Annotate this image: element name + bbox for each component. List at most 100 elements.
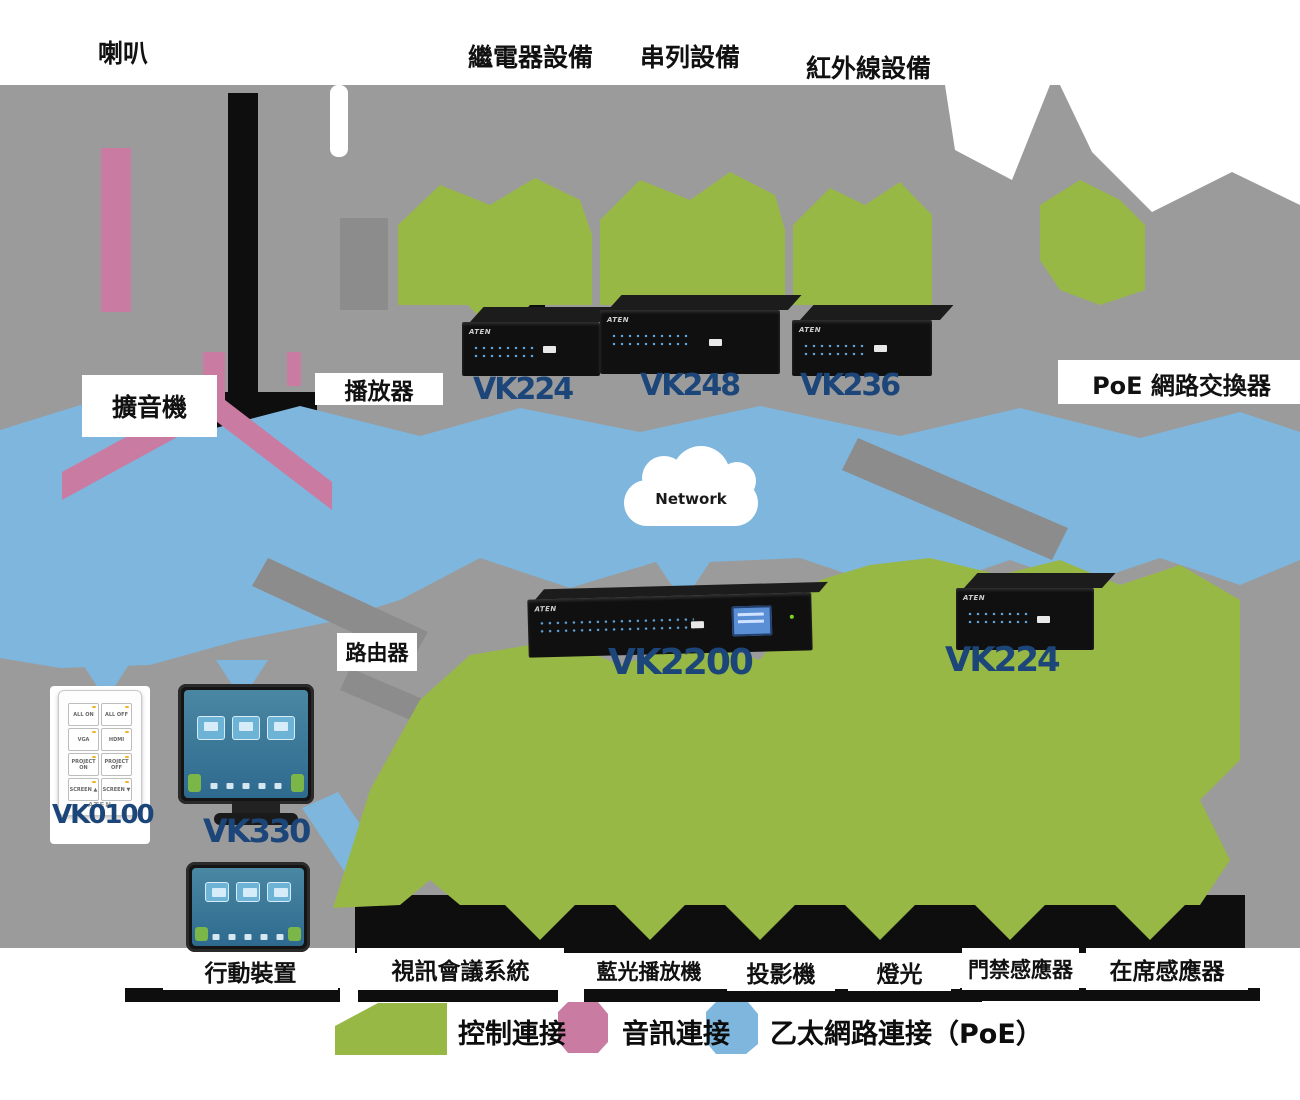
model-keypad: VK0100 xyxy=(52,800,155,830)
ui-icon xyxy=(274,783,282,790)
label-door-sensor: 門禁感應器 xyxy=(962,948,1079,990)
usb-port xyxy=(874,345,888,353)
audio-line-stub xyxy=(287,352,301,386)
label-speakers: 喇叭 xyxy=(98,39,149,68)
control-zone-exp3 xyxy=(793,182,932,338)
keypad-button: HDMI xyxy=(101,728,132,751)
led-indicators xyxy=(802,342,865,358)
keypad-button: PROJECT ON xyxy=(68,753,99,776)
aten-logo: ATEN xyxy=(963,594,986,602)
label-lighting: 燈光 xyxy=(848,953,951,991)
expansion-box-2: ATEN xyxy=(600,295,802,374)
aten-logo: ATEN xyxy=(607,316,630,324)
control-keypad: ALL ON ALL OFF VGA HDMI PROJECT ON PROJE… xyxy=(58,690,142,816)
label-router: 路由器 xyxy=(337,633,417,671)
label-mobile-device: 行動裝置 xyxy=(163,952,338,990)
legend-label-audio: 音訊連接 xyxy=(622,1019,730,1050)
led-indicators xyxy=(610,332,691,348)
control-zone-exp1 xyxy=(398,178,592,338)
aten-logo: ATEN xyxy=(87,801,113,809)
ui-icon xyxy=(258,783,266,790)
lcd-display xyxy=(731,605,773,637)
touch-panel-screen xyxy=(184,690,308,798)
device-top-face xyxy=(800,305,954,320)
top-white-band xyxy=(0,0,1300,85)
audio-line-speakers xyxy=(101,148,131,312)
remote-expansion-box: ATEN xyxy=(956,573,1116,650)
label-shadow xyxy=(358,990,558,1002)
ui-green-badge xyxy=(187,773,201,792)
touch-panel-base xyxy=(214,813,298,825)
ui-tile xyxy=(267,882,291,903)
model-expansion-box-2: VK248 xyxy=(640,368,741,403)
label-poe-switch: PoE 網路交換器 xyxy=(1063,364,1300,402)
ui-icon xyxy=(242,783,250,790)
model-touch-panel: VK330 xyxy=(203,812,311,850)
keypad-button-grid: ALL ON ALL OFF VGA HDMI PROJECT ON PROJE… xyxy=(68,703,132,801)
ui-icon xyxy=(276,933,284,940)
ui-green-badge xyxy=(287,927,301,942)
network-label: Network xyxy=(655,490,727,508)
usb-port xyxy=(709,338,723,346)
model-remote-expansion-box: VK224 xyxy=(945,640,1061,680)
legend-swatch-ethernet xyxy=(706,1002,758,1054)
device-top-face xyxy=(470,307,622,322)
ui-icon xyxy=(244,933,252,940)
ui-icon xyxy=(210,783,218,790)
touch-panel xyxy=(178,684,314,804)
ui-icon xyxy=(226,783,234,790)
usb-port xyxy=(1036,615,1050,623)
cable-bundle xyxy=(228,93,258,393)
white-blob xyxy=(1060,85,1300,212)
usb-port xyxy=(691,621,705,629)
label-bluray-player: 藍光播放機 xyxy=(584,953,714,989)
expansion-box-1: ATEN xyxy=(462,307,622,376)
keypad-button: SCREEN ▲ xyxy=(68,778,99,801)
keypad-button: SCREEN ▼ xyxy=(101,778,132,801)
label-shadow xyxy=(960,988,1260,1001)
aten-logo: ATEN xyxy=(799,326,822,334)
label-serial-devices: 串列設備 xyxy=(640,43,741,72)
led-indicators xyxy=(537,615,695,636)
model-expansion-box-1: VK224 xyxy=(473,372,574,407)
gray-cable xyxy=(340,668,425,722)
white-strip xyxy=(330,85,348,157)
mobile-tablet xyxy=(186,862,310,952)
ui-icon xyxy=(260,933,268,940)
label-relay-devices: 繼電器設備 xyxy=(468,43,594,72)
device-front-face: ATEN xyxy=(600,310,780,374)
ui-tile xyxy=(232,715,260,740)
ui-tile xyxy=(267,715,295,740)
label-shadow xyxy=(584,989,982,1002)
device-top-face xyxy=(608,295,802,310)
led-indicators xyxy=(472,344,535,360)
label-player: 播放器 xyxy=(315,373,443,405)
led-indicators xyxy=(966,610,1029,626)
ui-icon xyxy=(212,933,220,940)
label-occupancy-sensor: 在席感應器 xyxy=(1086,948,1248,990)
legend-swatch-control xyxy=(335,1003,447,1055)
touch-panel-stand xyxy=(232,801,280,816)
aten-logo: ATEN xyxy=(469,328,492,336)
ui-green-badge xyxy=(291,773,305,792)
model-expansion-box-3: VK236 xyxy=(800,368,901,403)
label-video-conference: 視訊會議系統 xyxy=(357,948,564,990)
ui-tiles xyxy=(197,715,295,740)
keypad-button: ALL OFF xyxy=(101,703,132,726)
legend-label-ethernet: 乙太網路連接（PoE） xyxy=(770,1019,1043,1050)
gray-cable xyxy=(842,438,1068,560)
power-led xyxy=(789,614,794,619)
device-front-face: ATEN xyxy=(956,588,1094,650)
ui-icon xyxy=(228,933,236,940)
model-control-box: VK2200 xyxy=(608,642,754,683)
ui-tile xyxy=(205,882,229,903)
network-cloud: Network xyxy=(616,446,766,546)
legend-label-control: 控制連接 xyxy=(458,1019,566,1050)
ui-tile xyxy=(197,715,225,740)
device-front-face: ATEN xyxy=(462,322,600,376)
device-front-face: ATEN xyxy=(792,320,932,376)
usb-port xyxy=(542,346,556,354)
legend-swatch-audio xyxy=(558,1002,608,1053)
ui-icon-row xyxy=(210,783,282,790)
